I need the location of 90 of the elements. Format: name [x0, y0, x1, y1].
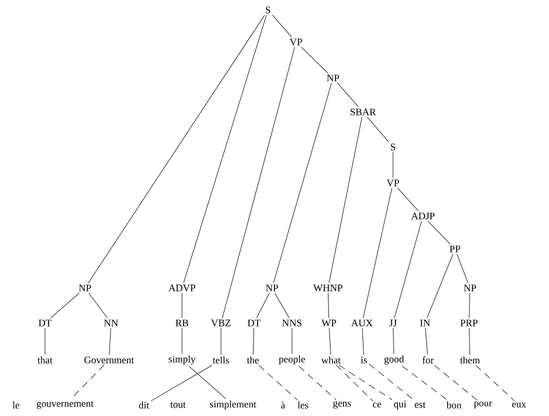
tree-branch	[367, 116, 389, 142]
tree-branch	[183, 14, 267, 284]
tree-branch	[362, 328, 364, 356]
tree-branch	[272, 14, 292, 38]
word-label: them	[460, 356, 480, 364]
tree-branch	[392, 328, 394, 354]
category-label: DT	[248, 320, 260, 326]
alignment-line	[368, 364, 415, 401]
word-label: that	[38, 356, 52, 364]
word-label: à	[281, 401, 286, 409]
word-label: eux	[512, 402, 526, 408]
tree-branch	[328, 116, 362, 284]
word-label: people	[278, 355, 305, 365]
word-label: tells	[212, 356, 229, 364]
alignment-line	[188, 366, 226, 400]
category-label: S	[266, 6, 270, 14]
alignment-line	[258, 364, 298, 400]
category-label: NNS	[282, 320, 302, 326]
tree-branch	[394, 220, 422, 318]
word-label: for	[422, 356, 434, 364]
tree-branch	[397, 188, 419, 212]
tree-branch	[256, 292, 270, 318]
category-label: NN	[104, 320, 118, 326]
tree-branch	[220, 328, 222, 356]
tree-branch	[425, 328, 428, 355]
word-label: est	[414, 402, 426, 408]
alignment-line	[402, 366, 448, 400]
word-label: gouvernement	[36, 401, 94, 409]
category-label: PP	[450, 246, 460, 252]
tree-branch	[392, 152, 394, 178]
category-label: NP	[266, 284, 278, 292]
word-label: the	[247, 356, 259, 364]
category-label: IN	[420, 320, 430, 326]
tree-branch	[88, 14, 265, 284]
alignment-line	[336, 364, 374, 402]
category-label: DT	[38, 320, 52, 326]
category-label: NP	[326, 74, 339, 82]
word-label: qui	[394, 400, 406, 410]
tree-branch	[88, 292, 108, 318]
category-label: PRP	[460, 320, 478, 326]
tree-branch	[468, 292, 470, 318]
tree-branch	[468, 328, 470, 356]
word-label: dit	[139, 401, 150, 409]
tree-branch	[50, 292, 80, 318]
word-label: simplement	[210, 400, 256, 410]
category-label: NP	[78, 284, 91, 292]
word-label: tout	[170, 402, 186, 408]
word-label: pour	[474, 402, 492, 408]
tree-branch	[252, 328, 254, 356]
alignment-line	[338, 364, 392, 400]
category-label: VP	[290, 38, 302, 46]
word-label: Government	[84, 356, 134, 364]
category-label: WHNP	[313, 284, 342, 292]
category-label: ADVP	[168, 284, 196, 292]
tree-branch	[44, 328, 46, 356]
category-label: S	[390, 144, 396, 150]
alignment-line	[298, 366, 336, 400]
word-label: ce	[372, 402, 382, 408]
alignment-line	[475, 364, 515, 402]
category-label: ADJP	[411, 212, 435, 220]
word-label: good	[384, 355, 404, 365]
word-label: gens	[333, 401, 351, 409]
alignment-line	[150, 364, 212, 402]
tree-branch	[222, 46, 295, 318]
category-label: VP	[386, 180, 399, 186]
word-label: le	[12, 401, 20, 409]
word-label: les	[298, 401, 308, 409]
tree-branch	[329, 328, 331, 356]
tree-branch	[337, 82, 359, 108]
tree-branch	[456, 254, 468, 284]
tree-branch	[300, 46, 328, 74]
category-label: NP	[464, 284, 476, 292]
category-label: VBZ	[211, 320, 230, 326]
category-label: WP	[322, 320, 336, 326]
word-label: bon	[446, 401, 462, 409]
word-label: simply	[168, 355, 196, 365]
category-label: JJ	[389, 320, 397, 326]
tree-branch	[428, 220, 450, 244]
tree-branch	[328, 292, 330, 318]
tree-branch	[426, 254, 454, 318]
word-label: is	[360, 356, 367, 364]
tree-branch	[273, 82, 332, 284]
tree-branch	[362, 188, 392, 318]
category-label: AUX	[351, 320, 373, 326]
category-label: RB	[176, 320, 188, 326]
word-label: what	[321, 356, 341, 364]
alignment-line	[434, 365, 477, 400]
tree-branch	[109, 328, 111, 356]
category-label: SBAR	[350, 108, 376, 116]
tree-branch	[274, 292, 290, 318]
